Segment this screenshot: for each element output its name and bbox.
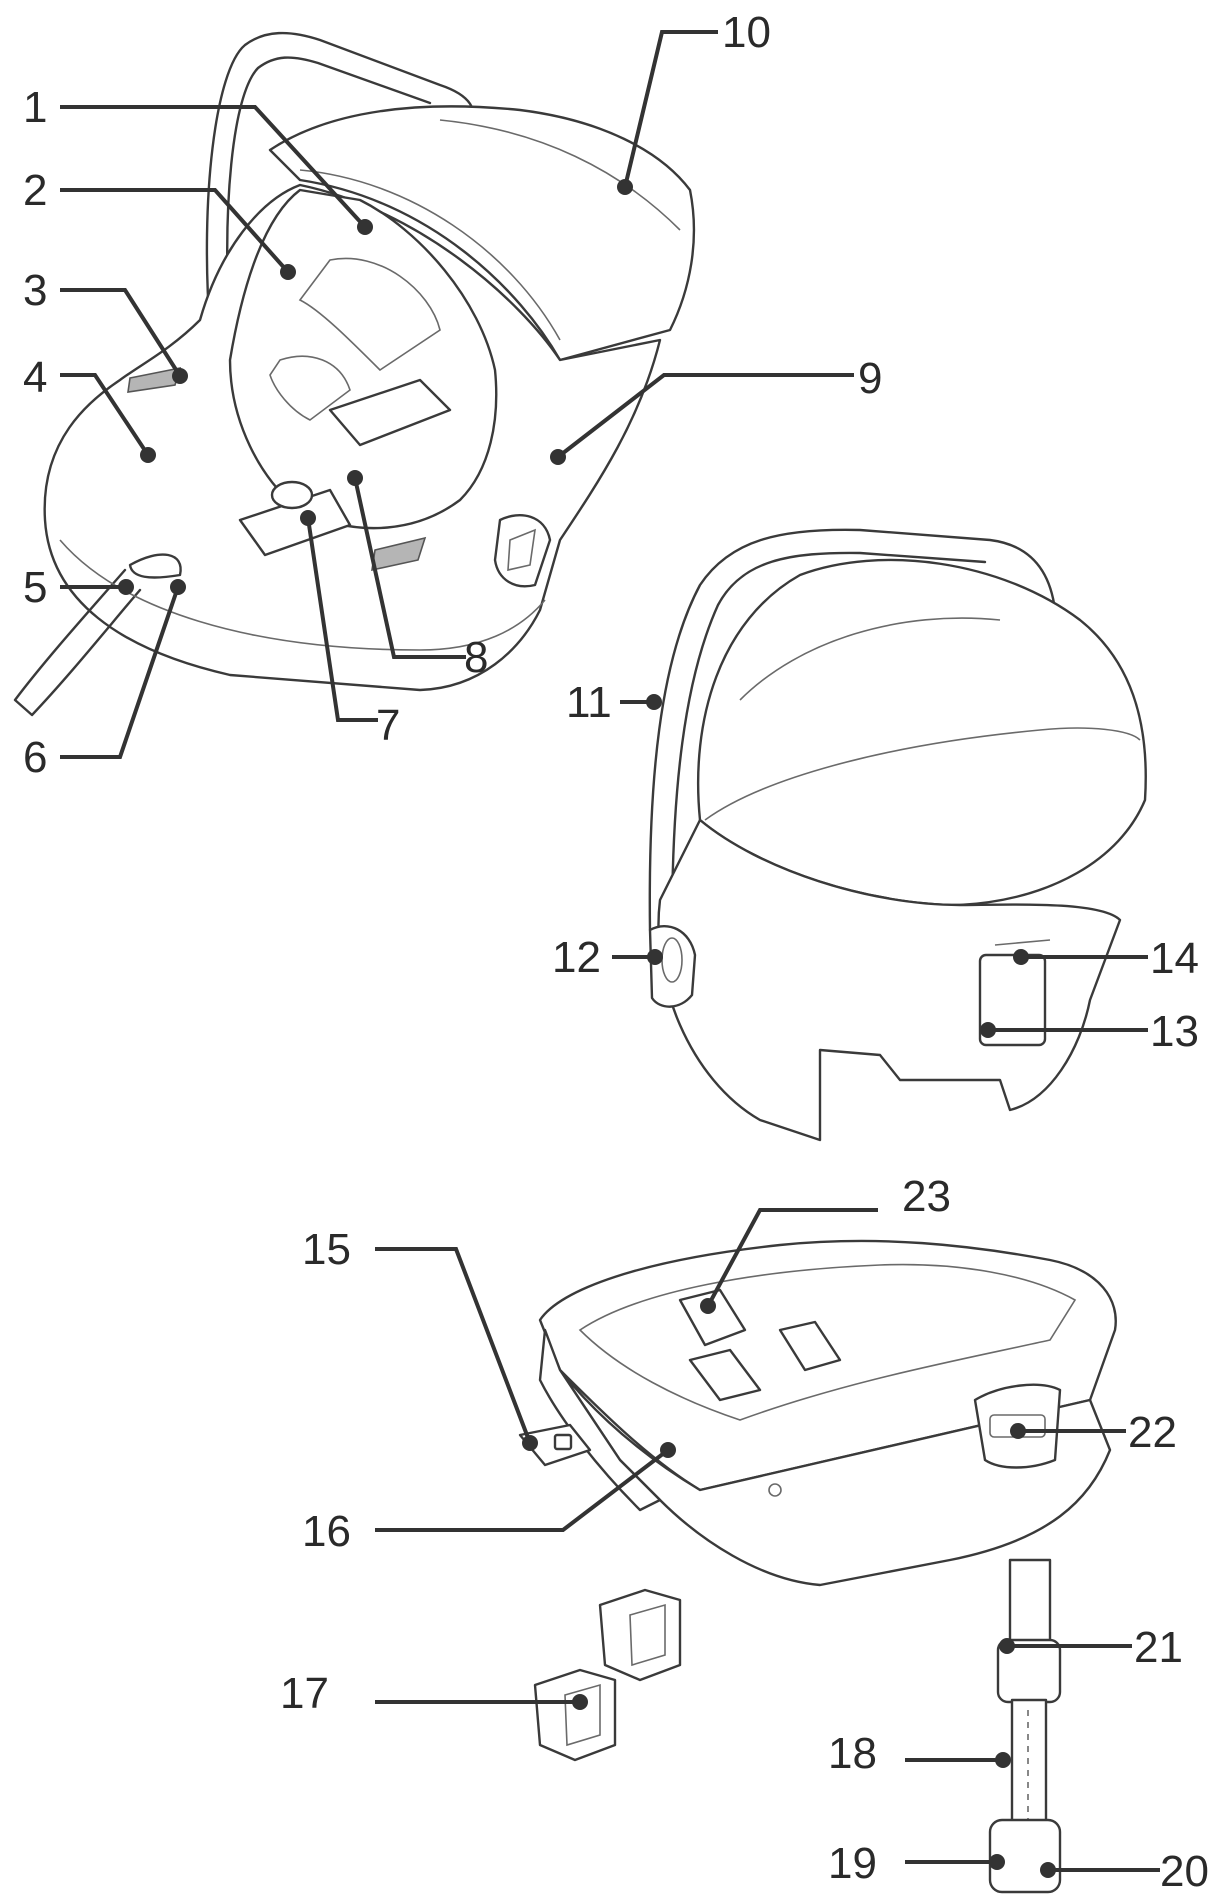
callout-11: 11 bbox=[566, 678, 662, 727]
callout-number: 15 bbox=[302, 1225, 351, 1274]
callout-number: 8 bbox=[464, 633, 488, 682]
callout-5: 5 bbox=[23, 563, 134, 612]
callout-number: 23 bbox=[902, 1172, 951, 1221]
callout-4: 4 bbox=[23, 353, 156, 463]
callout-18: 18 bbox=[828, 1729, 1011, 1778]
callout-21: 21 bbox=[999, 1623, 1183, 1672]
callout-6: 6 bbox=[23, 579, 186, 782]
callout-2: 2 bbox=[23, 166, 296, 280]
callout-10: 10 bbox=[617, 8, 771, 195]
callout-number: 22 bbox=[1128, 1408, 1177, 1457]
callout-number: 10 bbox=[722, 8, 771, 57]
callout-number: 3 bbox=[23, 266, 47, 315]
callout-number: 6 bbox=[23, 733, 47, 782]
callout-3: 3 bbox=[23, 266, 188, 384]
callout-number: 19 bbox=[828, 1839, 877, 1888]
carrier-rear-illustration bbox=[648, 528, 1147, 1142]
callout-16: 16 bbox=[302, 1442, 676, 1556]
callout-number: 11 bbox=[566, 678, 612, 727]
callout-number: 20 bbox=[1160, 1847, 1209, 1896]
callout-number: 9 bbox=[858, 354, 882, 403]
callout-12: 12 bbox=[552, 933, 663, 982]
callout-number: 18 bbox=[828, 1729, 877, 1778]
carrier-front-illustration bbox=[13, 31, 696, 717]
callout-number: 14 bbox=[1150, 934, 1199, 983]
callout-17: 17 bbox=[280, 1669, 588, 1718]
callout-15: 15 bbox=[302, 1225, 538, 1451]
callout-number: 7 bbox=[376, 701, 400, 750]
callout-number: 21 bbox=[1134, 1623, 1183, 1672]
callout-number: 16 bbox=[302, 1507, 351, 1556]
callout-number: 5 bbox=[23, 563, 47, 612]
callout-8: 8 bbox=[347, 470, 488, 682]
callout-number: 2 bbox=[23, 166, 47, 215]
callout-number: 1 bbox=[23, 83, 47, 132]
callout-1: 1 bbox=[23, 83, 373, 235]
callout-number: 4 bbox=[23, 353, 47, 402]
callout-22: 22 bbox=[1010, 1408, 1177, 1457]
callout-23: 23 bbox=[700, 1172, 951, 1314]
isofix-base-illustration bbox=[518, 1239, 1117, 1894]
callout-19: 19 bbox=[828, 1839, 1005, 1888]
callout-number: 17 bbox=[280, 1669, 329, 1718]
callout-9: 9 bbox=[550, 354, 882, 465]
callout-number: 13 bbox=[1150, 1007, 1199, 1056]
callout-20: 20 bbox=[1040, 1847, 1209, 1896]
callout-number: 12 bbox=[552, 933, 601, 982]
callout-14: 14 bbox=[1013, 934, 1199, 983]
callout-7: 7 bbox=[300, 510, 400, 750]
callout-13: 13 bbox=[980, 1007, 1199, 1056]
